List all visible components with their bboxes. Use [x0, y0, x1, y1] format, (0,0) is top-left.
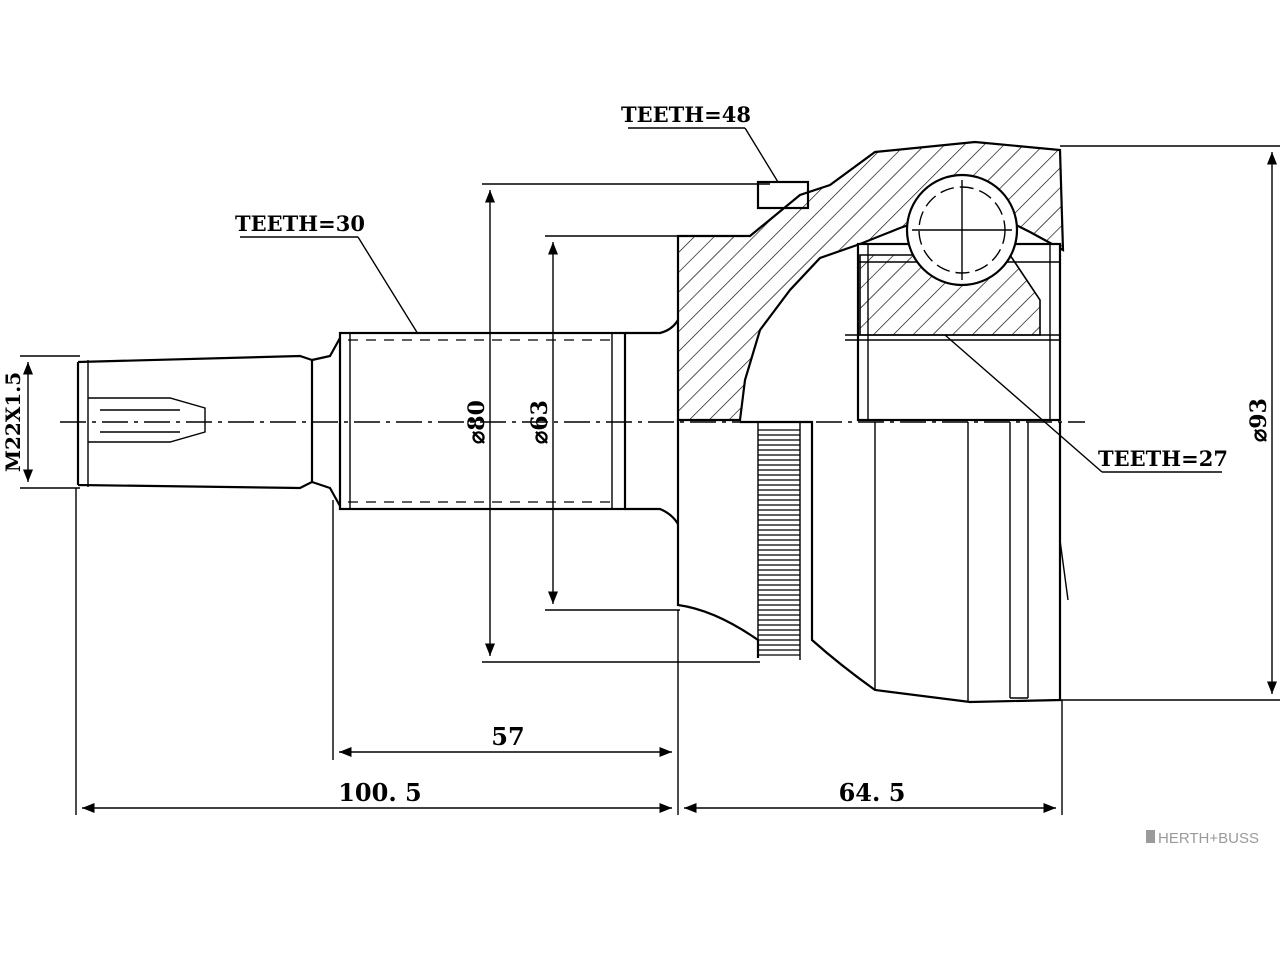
- brand-logo: HERTH+BUSS: [1146, 830, 1259, 847]
- teeth-48-label: TEETH=48: [621, 102, 751, 127]
- threaded-stub: [76, 337, 341, 507]
- leader-teeth-48: [628, 127, 779, 183]
- spline-tooth-marker: [756, 180, 810, 210]
- dia-63-label: ⌀63: [527, 400, 553, 444]
- dim-57-label: 57: [491, 722, 524, 751]
- dim-100-5-label: 100. 5: [338, 778, 422, 807]
- dimension-dia-80: [482, 183, 770, 663]
- dia-80-label: ⌀80: [464, 400, 490, 444]
- leader-teeth-30: [240, 236, 419, 335]
- outer-bell-section: [676, 140, 1065, 422]
- dia-93-label: ⌀93: [1246, 398, 1272, 442]
- teeth-30-label: TEETH=30: [235, 211, 365, 236]
- dimension-thread: [20, 355, 80, 489]
- leader-teeth-27: [944, 334, 1222, 473]
- teeth-27-label: TEETH=27: [1098, 446, 1228, 471]
- dim-64-5-label: 64. 5: [839, 778, 906, 807]
- splined-shaft: [338, 319, 679, 525]
- brand-name: HERTH+BUSS: [1158, 830, 1259, 847]
- thread-label: M22X1.5: [1, 372, 25, 472]
- dimension-dia-93: [1060, 145, 1280, 701]
- outer-body-lower: [676, 420, 1069, 704]
- dimension-dia-63: [545, 235, 680, 611]
